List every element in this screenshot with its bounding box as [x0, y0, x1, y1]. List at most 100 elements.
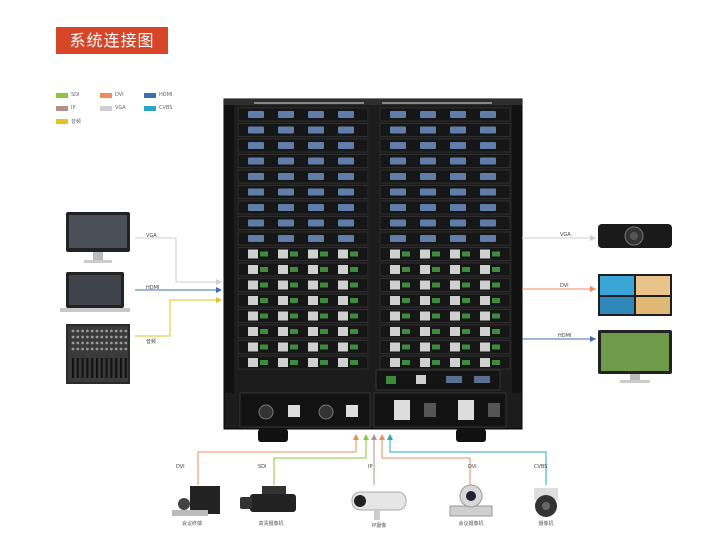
terminal-block [320, 329, 328, 334]
mixer-knob [90, 335, 94, 339]
audio-in-label: 音频 [146, 339, 157, 345]
vga-port [308, 142, 324, 149]
rj45-port [338, 296, 348, 305]
rj45-port [308, 327, 318, 336]
vga-port [450, 126, 466, 134]
mixer-fader [115, 358, 118, 378]
vga-port [480, 111, 496, 118]
rj45-port [308, 249, 318, 259]
terminal-block [462, 360, 470, 365]
device-caption: 摄像机 [538, 521, 554, 527]
rj45-port [480, 296, 490, 305]
rj45-port [480, 342, 490, 352]
terminal-block [492, 267, 500, 272]
power-socket [346, 405, 358, 417]
terminal-block [260, 313, 268, 319]
legend-swatch [56, 92, 68, 98]
mixer-knob [81, 329, 84, 333]
mixer-knob [114, 341, 118, 345]
mixer-knob [95, 341, 99, 345]
io-card [379, 169, 511, 184]
rj45-port [248, 265, 258, 274]
vga-out-label: VGA [560, 232, 571, 238]
projector-icon [598, 224, 672, 248]
video-wall-icon [598, 274, 672, 316]
io-card [379, 247, 511, 261]
serial-port [474, 376, 490, 383]
vga-port [420, 235, 436, 242]
terminal-block [350, 282, 358, 288]
io-card [379, 324, 511, 339]
terminal-block [492, 298, 500, 303]
terminal-block [290, 298, 298, 303]
terminal-block [462, 267, 470, 272]
io-card [379, 123, 511, 137]
terminal-block [402, 329, 410, 334]
terminal-block [432, 251, 440, 257]
legend-label: SDI [71, 92, 80, 98]
line-audio-in [135, 299, 216, 337]
arrow-head [216, 279, 222, 285]
device-caption: 会议摄像机 [458, 521, 484, 527]
sdi-bottom-label: SDI [258, 464, 267, 470]
io-card [237, 262, 369, 277]
rj45-port [248, 249, 258, 259]
mixer-knob [110, 329, 113, 333]
vga-port [390, 126, 406, 134]
mixer-fader [110, 358, 113, 378]
lcd-monitor-icon [598, 330, 672, 383]
vga-port [420, 219, 436, 227]
vga-port [390, 204, 406, 211]
vga-port [450, 157, 466, 165]
mixer-knob [76, 335, 80, 339]
mixer-knob [110, 341, 113, 345]
rj45-port [420, 280, 430, 290]
power-switch [424, 403, 436, 417]
vga-port [480, 235, 496, 242]
io-card [237, 247, 369, 261]
rj45-port [480, 265, 490, 274]
io-card [237, 278, 369, 292]
io-card [379, 185, 511, 199]
terminal-block [260, 282, 268, 288]
terminal-block [320, 313, 328, 319]
line-sdi-bottom [273, 438, 367, 485]
rj45-port [416, 375, 426, 384]
hdmi-in-label: HDMI [146, 285, 160, 291]
terminal-block [260, 251, 268, 257]
vga-port [308, 157, 324, 165]
terminal-block [260, 344, 268, 350]
rj45-port [390, 249, 400, 259]
vga-port [390, 142, 406, 149]
rj45-port [278, 342, 288, 352]
device-caption: 高清摄像机 [258, 521, 284, 527]
vga-port [278, 204, 294, 211]
device-caption: IP摄像 [371, 523, 387, 529]
legend-item: SDI [56, 92, 80, 98]
vga-port [308, 188, 324, 196]
mixer-fader [91, 358, 94, 378]
terminal-block [320, 360, 328, 365]
mixer-knob [119, 347, 123, 351]
terminal-block [492, 282, 500, 288]
rj45-port [248, 280, 258, 290]
io-card [379, 200, 511, 215]
terminal-block [320, 298, 328, 303]
rj45-port [278, 327, 288, 336]
rj45-port [390, 311, 400, 321]
mixer-fader [100, 358, 103, 378]
vga-port [450, 173, 466, 180]
vga-port [248, 173, 264, 180]
mixer-knob [110, 347, 113, 351]
vga-port [248, 235, 264, 242]
arrow-head [216, 287, 222, 293]
rj45-port [390, 327, 400, 336]
mixer-knob [110, 335, 113, 339]
mixer-knob [86, 341, 89, 345]
io-card [379, 278, 511, 292]
arrow-head [363, 434, 369, 440]
terminal-block [432, 344, 440, 350]
terminal-block [350, 267, 358, 272]
io-card [379, 340, 511, 354]
rj45-port [308, 265, 318, 274]
